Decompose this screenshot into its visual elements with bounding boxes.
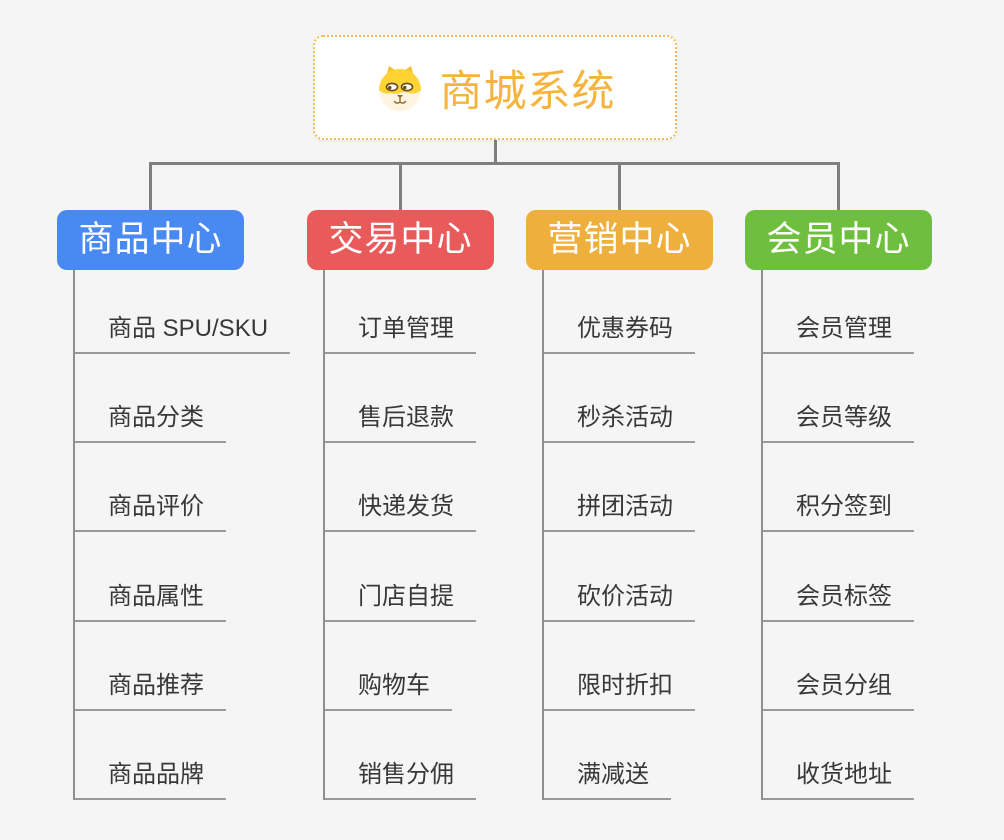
branch-children-group: 订单管理 售后退款 快递发货 门店自提 购物车 销售分佣 <box>323 270 560 800</box>
leaf-node[interactable]: 满减送 <box>544 756 671 800</box>
connector-horizontal-bar <box>149 162 840 165</box>
root-node[interactable]: 商城系统 <box>313 35 677 140</box>
leaf-node[interactable]: 砍价活动 <box>544 578 695 622</box>
leaf-node[interactable]: 商品品牌 <box>75 756 226 800</box>
leaf-node[interactable]: 商品分类 <box>75 399 226 443</box>
connector-drop <box>399 163 402 210</box>
leaf-node[interactable]: 会员等级 <box>763 399 914 443</box>
leaf-node[interactable]: 购物车 <box>325 667 452 711</box>
leaf-node[interactable]: 限时折扣 <box>544 667 695 711</box>
branch-node-marketing-center[interactable]: 营销中心 <box>526 210 713 270</box>
leaf-node[interactable]: 售后退款 <box>325 399 476 443</box>
leaf-node[interactable]: 快递发货 <box>325 488 476 532</box>
leaf-node[interactable]: 会员分组 <box>763 667 914 711</box>
leaf-node[interactable]: 商品属性 <box>75 578 226 622</box>
leaf-node[interactable]: 秒杀活动 <box>544 399 695 443</box>
leaf-node[interactable]: 拼团活动 <box>544 488 695 532</box>
connector-drop <box>837 163 840 210</box>
leaf-node[interactable]: 会员标签 <box>763 578 914 622</box>
branch-node-member-center[interactable]: 会员中心 <box>745 210 932 270</box>
leaf-node[interactable]: 商品 SPU/SKU <box>75 310 291 354</box>
branch-children-group: 优惠券码 秒杀活动 拼团活动 砍价活动 限时折扣 满减送 <box>542 270 779 800</box>
leaf-node[interactable]: 销售分佣 <box>325 756 476 800</box>
leaf-node[interactable]: 门店自提 <box>325 578 476 622</box>
branch-node-product-center[interactable]: 商品中心 <box>57 210 244 270</box>
leaf-node[interactable]: 商品推荐 <box>75 667 226 711</box>
connector-root-stem <box>494 140 497 162</box>
leaf-node[interactable]: 优惠券码 <box>544 310 695 354</box>
leaf-node[interactable]: 积分签到 <box>763 488 914 532</box>
leaf-node[interactable]: 订单管理 <box>325 310 476 354</box>
leaf-node[interactable]: 收货地址 <box>763 756 914 800</box>
branch-children-group: 会员管理 会员等级 积分签到 会员标签 会员分组 收货地址 <box>761 270 998 800</box>
leaf-node[interactable]: 会员管理 <box>763 310 914 354</box>
leaf-node[interactable]: 商品评价 <box>75 488 226 532</box>
connector-drop <box>149 163 152 210</box>
branch-children-group: 商品 SPU/SKU 商品分类 商品评价 商品属性 商品推荐 商品品牌 <box>73 270 310 800</box>
branch-node-trade-center[interactable]: 交易中心 <box>307 210 494 270</box>
connector-drop <box>618 163 621 210</box>
root-title: 商城系统 <box>439 67 616 116</box>
dog-face-icon <box>375 63 425 113</box>
